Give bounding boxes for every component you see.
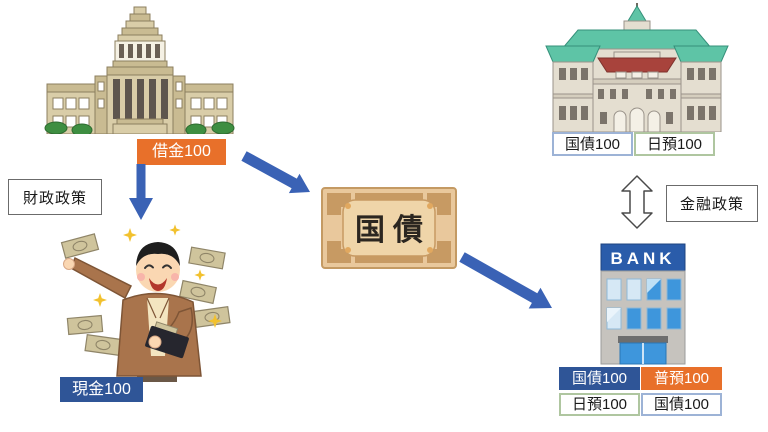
bank-building-illustration: BANK [600, 243, 686, 365]
central-bank-balance-sheet: 国債100 日預100 [552, 132, 715, 156]
household-cash-label: 現金100 [60, 377, 143, 402]
bank-bond-asset-label: 国債100 [559, 367, 640, 390]
government-bond-note-illustration: 国債 [321, 187, 457, 269]
updown-arrow-icon [621, 175, 653, 229]
bond-corner-dots [345, 203, 433, 253]
central-bank-entrance-arches [613, 107, 661, 132]
fiscal-policy-box: 財政政策 [8, 179, 102, 215]
central-bank-building-illustration [545, 3, 729, 132]
arrow-to-bond-icon [241, 151, 310, 194]
courtyard-red-roof [597, 57, 677, 73]
bond-text: 国債 [355, 214, 431, 247]
diet-bushes [44, 121, 235, 134]
man-figure [63, 242, 202, 382]
monetary-policy-box: 金融政策 [666, 185, 758, 222]
central-bank-tower-windows [559, 68, 716, 120]
central-bank-bond-label: 国債100 [552, 132, 633, 156]
government-debt-label: 借金100 [137, 139, 226, 165]
central-bank-deposit-label: 日預100 [634, 132, 715, 156]
wallet [145, 321, 189, 359]
money-scattering-man-illustration [60, 224, 231, 382]
diet-facade-columns [113, 79, 168, 119]
bank-balance-sheet: 国債100 普預100 日預100 国債100 [559, 367, 722, 416]
bond-ornaments [327, 193, 451, 263]
bank-bond-sold-label: 国債100 [641, 393, 722, 416]
arrow-to-bank-icon [459, 252, 552, 309]
diet-building-illustration [44, 6, 235, 134]
bank-boj-deposit-label: 日預100 [559, 393, 640, 416]
bank-deposit-liability-label: 普預100 [641, 367, 722, 390]
diet-tower-columns [119, 44, 160, 58]
central-bank-front-windows [598, 89, 676, 124]
arrow-down-icon [129, 164, 153, 220]
bank-door-lintel [618, 336, 668, 343]
bank-sign-text: BANK [610, 249, 675, 268]
bank-windows [606, 278, 682, 330]
diet-wing-windows [52, 97, 228, 128]
